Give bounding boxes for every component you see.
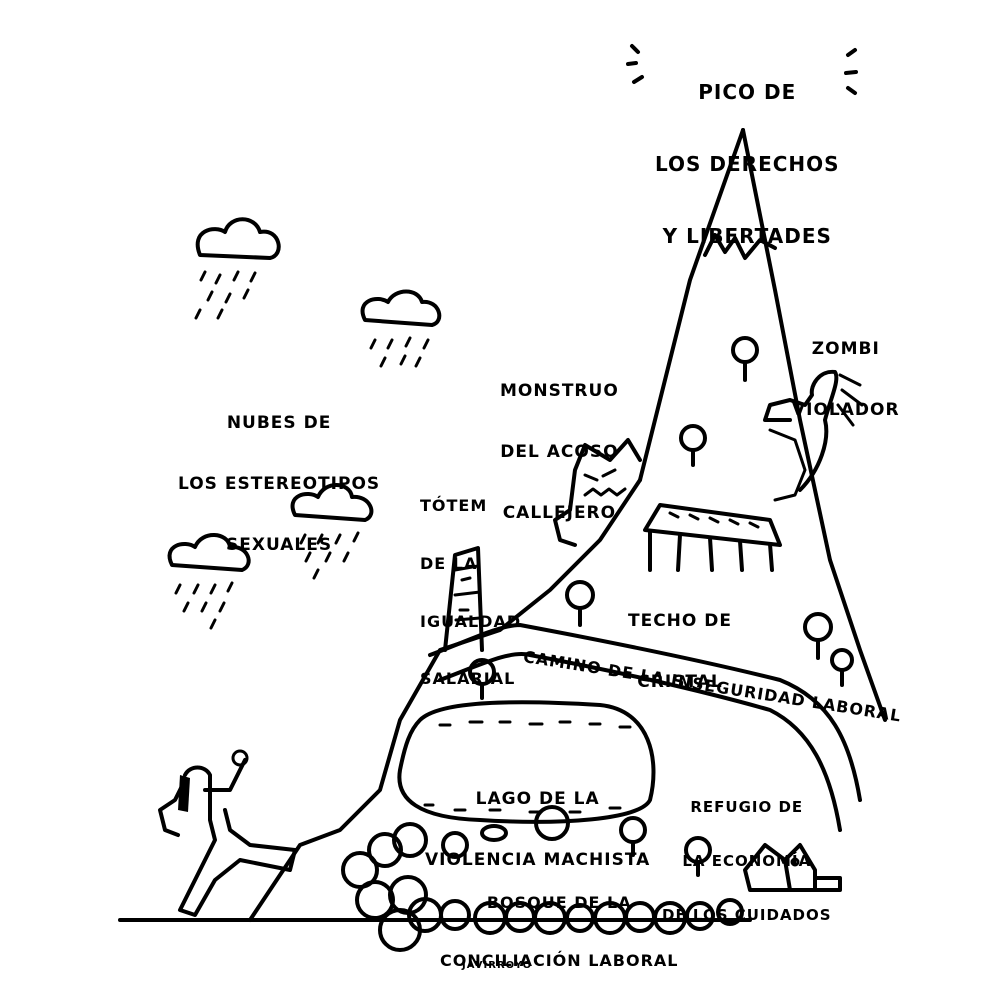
label-forest: Bosque de la conciliación laboral bbox=[440, 893, 679, 970]
lake bbox=[397, 700, 656, 824]
refuge-house bbox=[743, 843, 842, 892]
street-harassment-monster bbox=[553, 438, 642, 547]
road bbox=[428, 623, 862, 832]
zombie bbox=[763, 369, 864, 502]
forest bbox=[341, 822, 744, 952]
label-peak: Pico de los derechos y libertades bbox=[655, 80, 840, 248]
label-refuge: Refugio de la economía de los cuidados bbox=[662, 798, 832, 924]
label-zombie: Zombi violador bbox=[792, 338, 900, 420]
mountain bbox=[118, 128, 887, 922]
peak-emphasis-marks bbox=[626, 44, 858, 95]
cloud-2 bbox=[360, 289, 442, 368]
label-monster: Monstruo del acoso callejero bbox=[500, 380, 619, 524]
label-totem: Tótem de la igualdad salarial bbox=[420, 496, 522, 689]
cloud-4 bbox=[167, 533, 251, 630]
snow-cap bbox=[703, 233, 777, 260]
totem bbox=[443, 546, 484, 652]
cloud-3 bbox=[290, 483, 374, 580]
glass-ceiling bbox=[643, 503, 782, 572]
trees bbox=[468, 336, 854, 877]
climbing-woman bbox=[158, 749, 297, 917]
label-glass-ceiling: Techo de cristal bbox=[628, 610, 733, 692]
cloud-1 bbox=[194, 217, 281, 320]
label-lake: Lago de la violencia machista bbox=[425, 788, 651, 870]
signature: Javirroyo bbox=[462, 960, 533, 971]
label-clouds: Nubes de los estereotipos sexuales bbox=[178, 412, 381, 556]
